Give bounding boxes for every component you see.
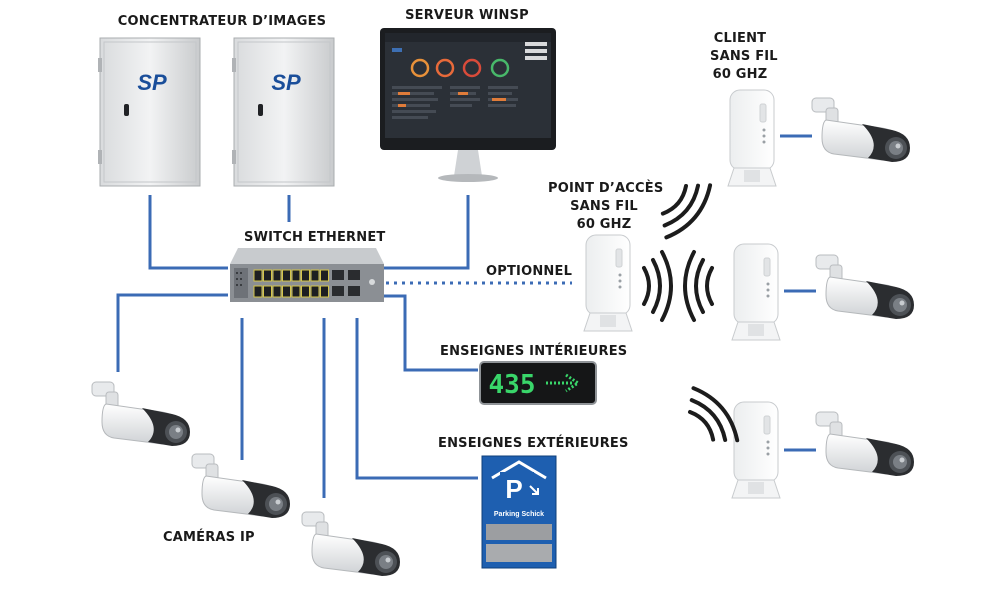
switch-port	[253, 269, 263, 282]
link-switch-outdoor-sign	[355, 318, 478, 480]
led-sign-value: 435	[489, 370, 536, 400]
server-monitor	[380, 28, 556, 182]
image-hub-cabinet-1: SP	[97, 37, 201, 187]
wireless-camera-1	[811, 97, 911, 163]
ip-camera-3	[301, 511, 401, 577]
wireless-access-point	[583, 234, 633, 332]
switch-port	[310, 285, 320, 298]
switch-port	[320, 269, 329, 282]
switch-port	[263, 269, 272, 282]
cabinet-logo: SP	[137, 70, 167, 95]
label-switch: SWITCH ETHERNET	[244, 230, 386, 245]
label-client-line-3: 60 GHZ	[712, 67, 768, 82]
label-wireless-client: CLIENT SANS FIL 60 GHZ	[710, 30, 778, 84]
link-switch-indoor-sign	[384, 294, 478, 372]
cabinet-logo: SP	[271, 70, 301, 95]
switch-port	[320, 285, 329, 298]
switch-port	[272, 285, 282, 298]
label-indoor-signs: ENSEIGNES INTÉRIEURES	[440, 344, 628, 359]
link-cabinet1-switch	[148, 195, 228, 270]
switch-port	[263, 285, 272, 298]
link-server-switch	[384, 195, 470, 270]
label-outdoor-signs: ENSEIGNES EXTÉRIEURES	[438, 436, 629, 451]
switch-port	[301, 269, 310, 282]
switch-port	[282, 285, 291, 298]
indoor-led-sign: 435	[479, 361, 597, 405]
signal-client-2	[683, 250, 714, 322]
parking-letter: P	[505, 474, 522, 504]
label-ap-line-1: POINT D’ACCÈS	[548, 181, 664, 196]
switch-port	[291, 285, 301, 298]
label-ap-line-2: SANS FIL	[570, 199, 638, 214]
label-access-point: POINT D’ACCÈS SANS FIL 60 GHZ	[548, 180, 664, 234]
ethernet-switch	[230, 248, 384, 302]
label-ip-cameras: CAMÉRAS IP	[163, 530, 255, 545]
outdoor-parking-sign: P Parking Schick	[481, 455, 557, 569]
switch-port	[272, 269, 282, 282]
ethernet-links	[116, 134, 816, 498]
label-client-line-2: SANS FIL	[710, 49, 778, 64]
parking-name: Parking Schick	[494, 511, 544, 518]
wireless-camera-2	[815, 254, 915, 320]
link-switch-camera1	[116, 293, 228, 372]
label-client-line-1: CLIENT	[713, 31, 767, 46]
switch-port	[253, 285, 263, 298]
switch-port	[310, 269, 320, 282]
wireless-camera-3	[815, 411, 915, 477]
label-ap-line-3: 60 GHZ	[576, 217, 632, 232]
label-optional: OPTIONNEL	[486, 264, 573, 279]
label-image-hub: CONCENTRATEUR D’IMAGES	[117, 14, 327, 29]
wireless-client-2	[731, 243, 781, 341]
ip-camera-2	[191, 453, 291, 519]
switch-port	[301, 285, 310, 298]
image-hub-cabinet-2: SP	[231, 37, 335, 187]
switch-port	[291, 269, 301, 282]
label-server: SERVEUR WINSP	[405, 8, 529, 23]
signal-ap	[642, 250, 673, 322]
wireless-client-3	[731, 401, 781, 499]
ip-camera-1	[91, 381, 191, 447]
wireless-client-1	[727, 89, 777, 187]
switch-port	[282, 269, 291, 282]
